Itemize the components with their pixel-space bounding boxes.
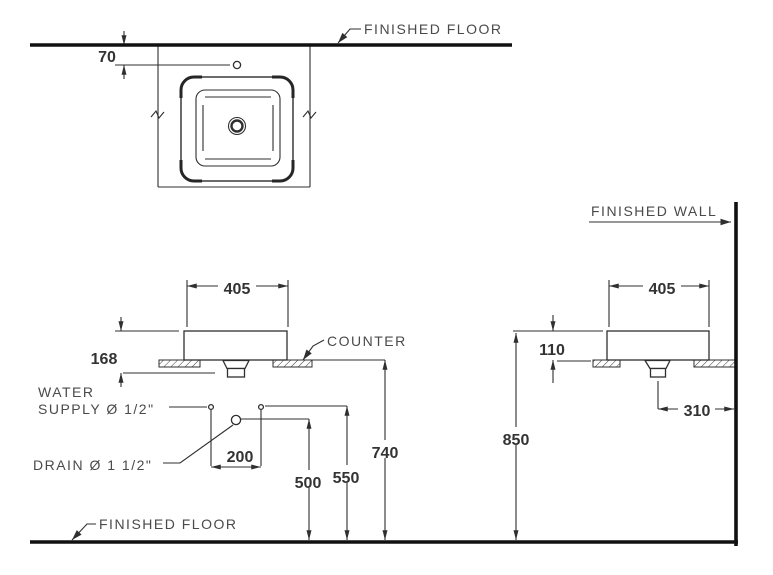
basin-rim-corner-bl <box>179 160 202 183</box>
break-mark-right <box>302 109 317 120</box>
dim-740-value: 740 <box>372 445 399 462</box>
dim-405-front-value: 405 <box>224 281 251 298</box>
dim-text-mask <box>498 427 534 445</box>
dim-405-front: 405 <box>186 279 289 327</box>
dim-550: 550 <box>328 406 365 540</box>
drain-tailpiece-side <box>649 367 667 378</box>
drain-plan-outer <box>227 116 247 136</box>
dim-200-value: 200 <box>227 449 254 466</box>
dim-text-mask <box>366 440 403 458</box>
faucet-hole <box>232 60 242 70</box>
drain-plan-inner <box>230 119 244 133</box>
drain-leader <box>163 424 234 464</box>
dim-550-value: 550 <box>333 470 360 487</box>
front-elevation: 405 168 COUNTER WATER SUPP <box>33 279 407 541</box>
dim-850: 850 <box>498 333 534 540</box>
drain-flange-side <box>643 359 672 370</box>
water-supply-point-left <box>207 403 215 411</box>
finished-floor-bottom-label: FINISHED FLOOR <box>99 516 237 532</box>
dim-310: 310 <box>657 381 734 420</box>
counter-section-right <box>272 359 313 368</box>
drain-label: DRAIN Ø 1 1/2" <box>33 457 152 473</box>
dim-text-mask <box>643 279 681 294</box>
dim-70-value: 70 <box>98 49 116 66</box>
basin-plan-outer-rim <box>180 76 294 182</box>
dim-405-side-value: 405 <box>649 281 676 298</box>
dim-110: 110 <box>539 315 565 383</box>
dim-740: 740 <box>366 360 403 540</box>
dim-405-side: 405 <box>608 279 710 327</box>
counter-section-left <box>158 359 201 368</box>
dim-200: 200 <box>211 449 261 470</box>
counter-label: COUNTER <box>327 333 407 349</box>
dim-text-mask <box>678 401 715 417</box>
counter-leader <box>302 339 325 361</box>
basin-side-body <box>606 330 710 361</box>
finished-floor-bottom-leader <box>71 523 96 541</box>
break-mark-left <box>150 109 165 120</box>
plan-view: 70 FINISHED FLOOR <box>30 21 512 188</box>
basin-plan-inner-edge <box>195 89 281 167</box>
side-elevation: FINISHED WALL 405 110 850 <box>498 202 738 546</box>
drain-flange-front <box>221 359 251 370</box>
drain-tailpiece-front <box>226 367 246 378</box>
drain-point <box>230 414 242 426</box>
dim-168: 168 <box>91 317 124 387</box>
basin-rim-corner-tr <box>272 75 295 98</box>
water-supply-label-line1: WATER <box>38 384 95 400</box>
water-supply-point-right <box>257 403 265 411</box>
dim-500: 500 <box>290 419 327 540</box>
finished-floor-top-label: FINISHED FLOOR <box>364 21 502 37</box>
basin-front-body <box>183 330 288 361</box>
dim-500-value: 500 <box>295 475 322 492</box>
dim-110-value: 110 <box>539 342 565 359</box>
dim-70: 70 <box>98 31 127 79</box>
finished-wall-label: FINISHED WALL <box>591 203 717 219</box>
finished-floor-top-leader <box>337 28 361 44</box>
dim-168-value: 168 <box>91 351 118 368</box>
dim-310-value: 310 <box>684 403 711 420</box>
basin-rim-corner-br <box>272 160 295 183</box>
counter-section-left-side <box>592 359 621 368</box>
dim-text-mask <box>328 465 365 483</box>
dim-text-mask <box>290 470 327 488</box>
dim-text-mask <box>218 279 256 294</box>
basin-rim-corner-tl <box>179 75 202 98</box>
dim-850-value: 850 <box>503 432 530 449</box>
water-supply-label-line2: SUPPLY Ø 1/2" <box>38 401 155 417</box>
counter-section-right-side <box>693 359 737 368</box>
